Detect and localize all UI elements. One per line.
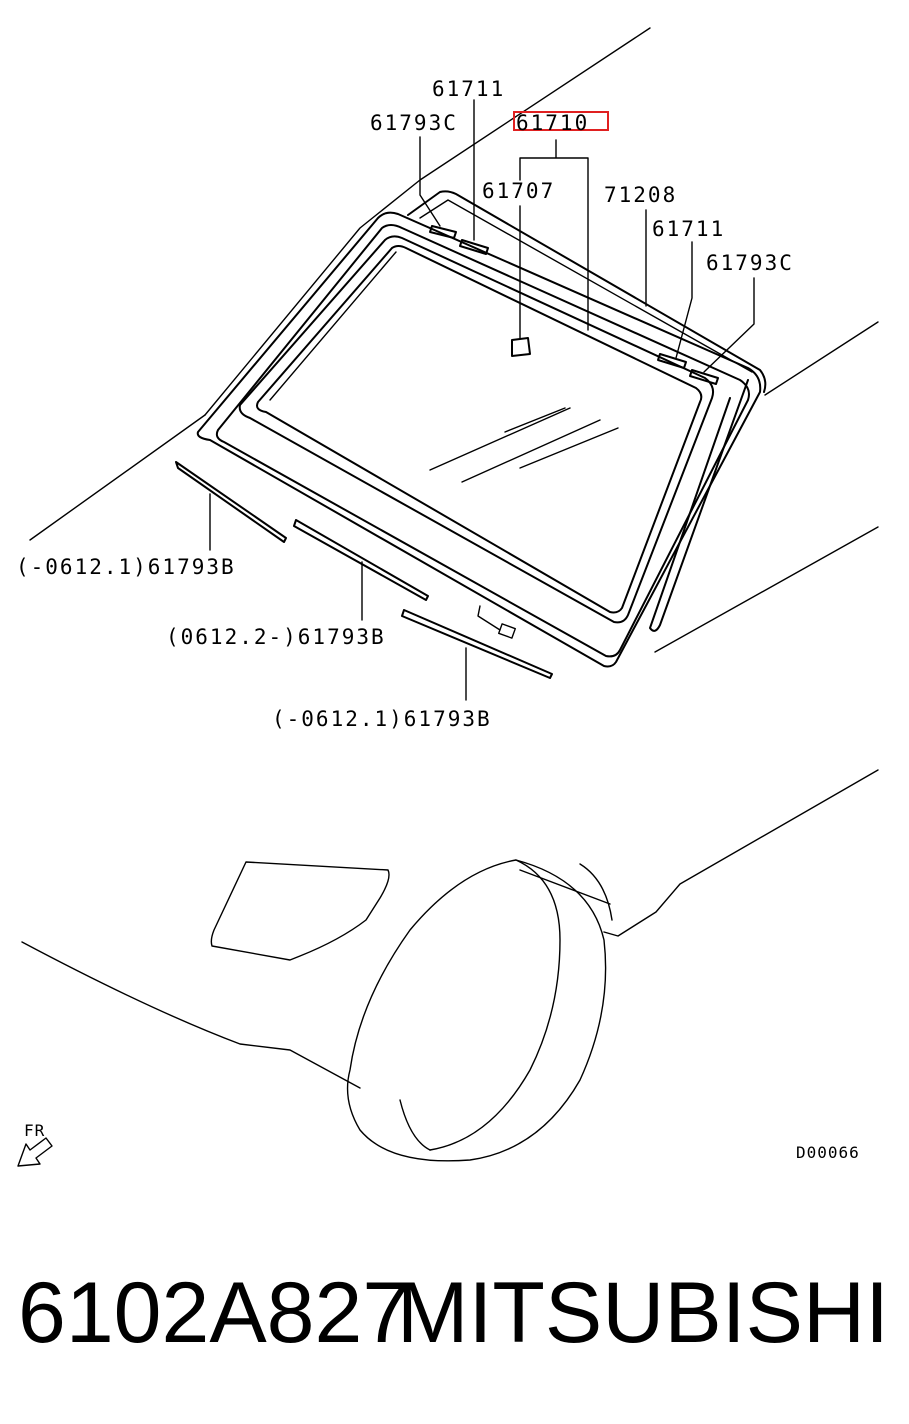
header-panel-inner [419,199,753,373]
clip-61711-right [657,353,687,369]
leader-61793c-right [703,277,755,373]
headlamp-outline [210,861,390,961]
label-61793c-right: 61793C [706,251,794,275]
tire-outer [346,859,607,1162]
clip-61793c-top [429,225,457,239]
windshield-parts-diagram: 61711 61793C 61710 61707 71208 61711 617… [16,27,879,1167]
windshield-glass [256,245,703,614]
fender-arch [519,869,611,905]
label-61711-right: 61711 [652,217,725,241]
leader-61793c-top [419,136,441,227]
molding-61793b-bottom [401,609,553,679]
glass-reflection-3 [519,427,619,469]
leader-61710-bracket [519,139,589,331]
wheel-well-edge [579,863,613,921]
windshield-glass-edge [238,235,715,624]
front-arrow-icon [17,1137,53,1167]
leader-lines [209,99,755,701]
glass-reflection-4 [504,407,566,433]
sensor-wire [477,605,501,631]
clip-61793c-right [689,369,719,385]
header-panel [407,190,767,393]
sensor-connector [498,623,516,639]
a-pillar-left [29,414,206,541]
part-number: 6102A827 [18,1265,411,1361]
front-direction-indicator: FR [17,1121,53,1167]
right-pillar-molding [649,379,749,632]
label-61710: 61710 [516,111,589,135]
label-61711-top: 61711 [432,77,505,101]
car-front-section [21,769,879,1162]
tire-tread [429,859,561,1151]
cowl-right-lower [654,526,879,653]
lower-moldings [175,461,553,679]
direction-label: FR [24,1121,45,1140]
molding-61793b-left [175,461,287,543]
callout-labels: 61711 61793C 61710 61707 71208 61711 617… [16,77,794,731]
label-61793b-mid: (0612.2-)61793B [166,625,386,649]
label-61793b-left: (-0612.1)61793B [16,555,236,579]
highlight-61710 [513,111,609,131]
mirror-mount [511,337,531,357]
label-61793b-bottom: (-0612.1)61793B [272,707,492,731]
leader-61711-right [675,241,693,359]
cowl-right-upper [764,321,879,396]
clip-61711-top [459,239,489,255]
glass-reflection-1 [429,407,571,471]
label-71208: 71208 [604,183,677,207]
tire-sidewall [399,1099,431,1151]
windshield-molding [215,224,750,658]
car-body-outline [29,27,879,653]
hood-front-edge [21,941,361,1089]
label-61707: 61707 [482,179,555,203]
molding-61793b-mid [293,519,429,601]
footer: 6102A827 MITSUBISHI [0,1262,909,1412]
label-61793c-top: 61793C [370,111,458,135]
windshield-outer-frame [196,211,762,668]
brand-name: MITSUBISHI [396,1265,889,1361]
fender-top-line [603,769,879,937]
windshield-assembly [196,190,767,668]
glass-left-edge [269,251,397,401]
drawing-code: D00066 [796,1143,860,1162]
roof-line [204,27,651,416]
glass-reflection-2 [461,419,601,483]
